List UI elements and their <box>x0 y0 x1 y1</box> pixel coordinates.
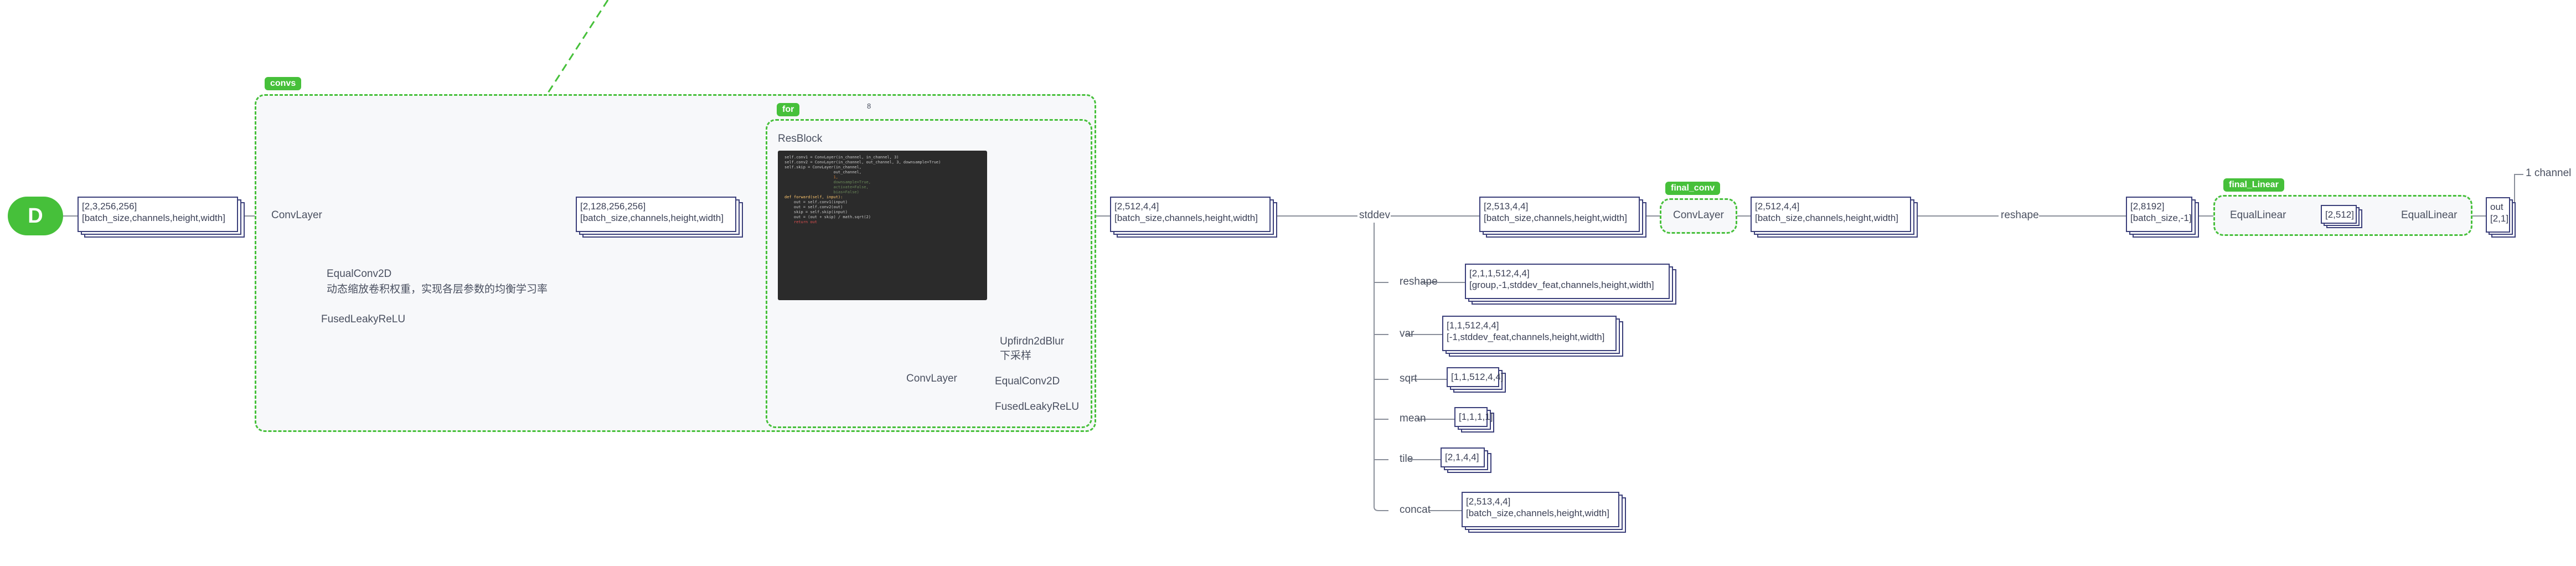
stddev-reshape-dims: [2,1,1,512,4,4] <box>1469 268 1530 279</box>
resblock-code-image: self.conv1 = ConvLayer(in_channel, in_ch… <box>778 151 987 300</box>
final-conv-group[interactable] <box>1660 198 1737 234</box>
convs-output-dims: [2,128,256,256] <box>580 201 646 212</box>
final-conv-tag: final_conv <box>1665 182 1721 195</box>
stddev-concat-dims: [2,513,4,4] <box>1466 496 1511 507</box>
for-group-tag: for <box>777 103 800 116</box>
output-dims: [2,1] <box>2490 213 2509 224</box>
input-shape-dims: [2,3,256,256] <box>82 201 137 212</box>
resblock-upfirdn[interactable]: Upfirdn2dBlur <box>1000 336 1065 347</box>
stddev-var-dims: [1,1,512,4,4] <box>1447 320 1499 331</box>
convs-output-axes: [batch_size,channels,height,width] <box>580 213 724 223</box>
convs-group-tag: convs <box>265 77 302 90</box>
output-note[interactable]: 1 channel <box>2526 167 2572 179</box>
stddev-step-var[interactable]: var <box>1400 328 1415 339</box>
reshape-label[interactable]: reshape <box>2001 209 2039 221</box>
stddev-step-concat[interactable]: concat <box>1400 504 1431 516</box>
reshape-output-dims: [2,8192] <box>2130 201 2165 212</box>
resblock-conv-layer[interactable]: ConvLayer <box>906 373 957 384</box>
resblock-equal-conv[interactable]: EqualConv2D <box>995 375 1060 387</box>
resblock-output-axes: [batch_size,channels,height,width] <box>1114 213 1258 223</box>
stddev-label[interactable]: stddev <box>1359 209 1390 221</box>
resblock-title[interactable]: ResBlock <box>778 133 823 145</box>
root-node-d[interactable]: D <box>8 197 63 235</box>
convs-equal-conv-desc: 动态缩放卷积权重，实现各层参数的均衡学习率 <box>327 284 548 295</box>
resblock-upfirdn-desc: 下采样 <box>1000 350 1032 362</box>
stddev-var-axes: [-1,stddev_feat,channels,height,width] <box>1447 332 1605 342</box>
final-linear-mid-dims: [2,512] <box>2325 209 2354 220</box>
stddev-output-dims: [2,513,4,4] <box>1484 201 1529 212</box>
stddev-reshape-axes: [group,-1,stddev_feat,channels,height,wi… <box>1469 280 1654 290</box>
stddev-concat-axes: [batch_size,channels,height,width] <box>1466 508 1609 518</box>
stddev-output-axes: [batch_size,channels,height,width] <box>1484 213 1627 223</box>
for-loop-counter: 8 <box>867 102 871 110</box>
final-conv-output-axes: [batch_size,channels,height,width] <box>1755 213 1898 223</box>
final-linear-1[interactable]: EqualLinear <box>2230 209 2286 221</box>
reshape-output-axes: [batch_size,-1] <box>2130 213 2192 223</box>
stddev-step-sqrt[interactable]: sqrt <box>1400 373 1417 384</box>
convs-conv-layer[interactable]: ConvLayer <box>271 209 322 221</box>
final-linear-2[interactable]: EqualLinear <box>2401 209 2458 221</box>
stddev-mean-dims: [1,1,1,1] <box>1459 411 1493 422</box>
output-label: out <box>2490 202 2503 212</box>
final-linear-tag: final_Linear <box>2223 178 2284 192</box>
resblock-output-dims: [2,512,4,4] <box>1114 201 1159 212</box>
convs-fused-relu[interactable]: FusedLeakyReLU <box>321 313 406 325</box>
input-shape-axes: [batch_size,channels,height,width] <box>82 213 225 223</box>
final-conv-layer[interactable]: ConvLayer <box>1673 209 1724 221</box>
stddev-step-tile[interactable]: tile <box>1400 453 1413 465</box>
final-conv-output-dims: [2,512,4,4] <box>1755 201 1800 212</box>
stddev-sqrt-dims: [1,1,512,4,4] <box>1451 372 1504 382</box>
convs-equal-conv[interactable]: EqualConv2D <box>327 268 392 280</box>
resblock-fused-relu[interactable]: FusedLeakyReLU <box>995 401 1080 413</box>
for-group[interactable] <box>766 119 1092 428</box>
stddev-tile-dims: [2,1,4,4] <box>1445 452 1479 462</box>
stddev-step-reshape[interactable]: reshape <box>1400 276 1438 287</box>
stddev-step-mean[interactable]: mean <box>1400 413 1426 424</box>
